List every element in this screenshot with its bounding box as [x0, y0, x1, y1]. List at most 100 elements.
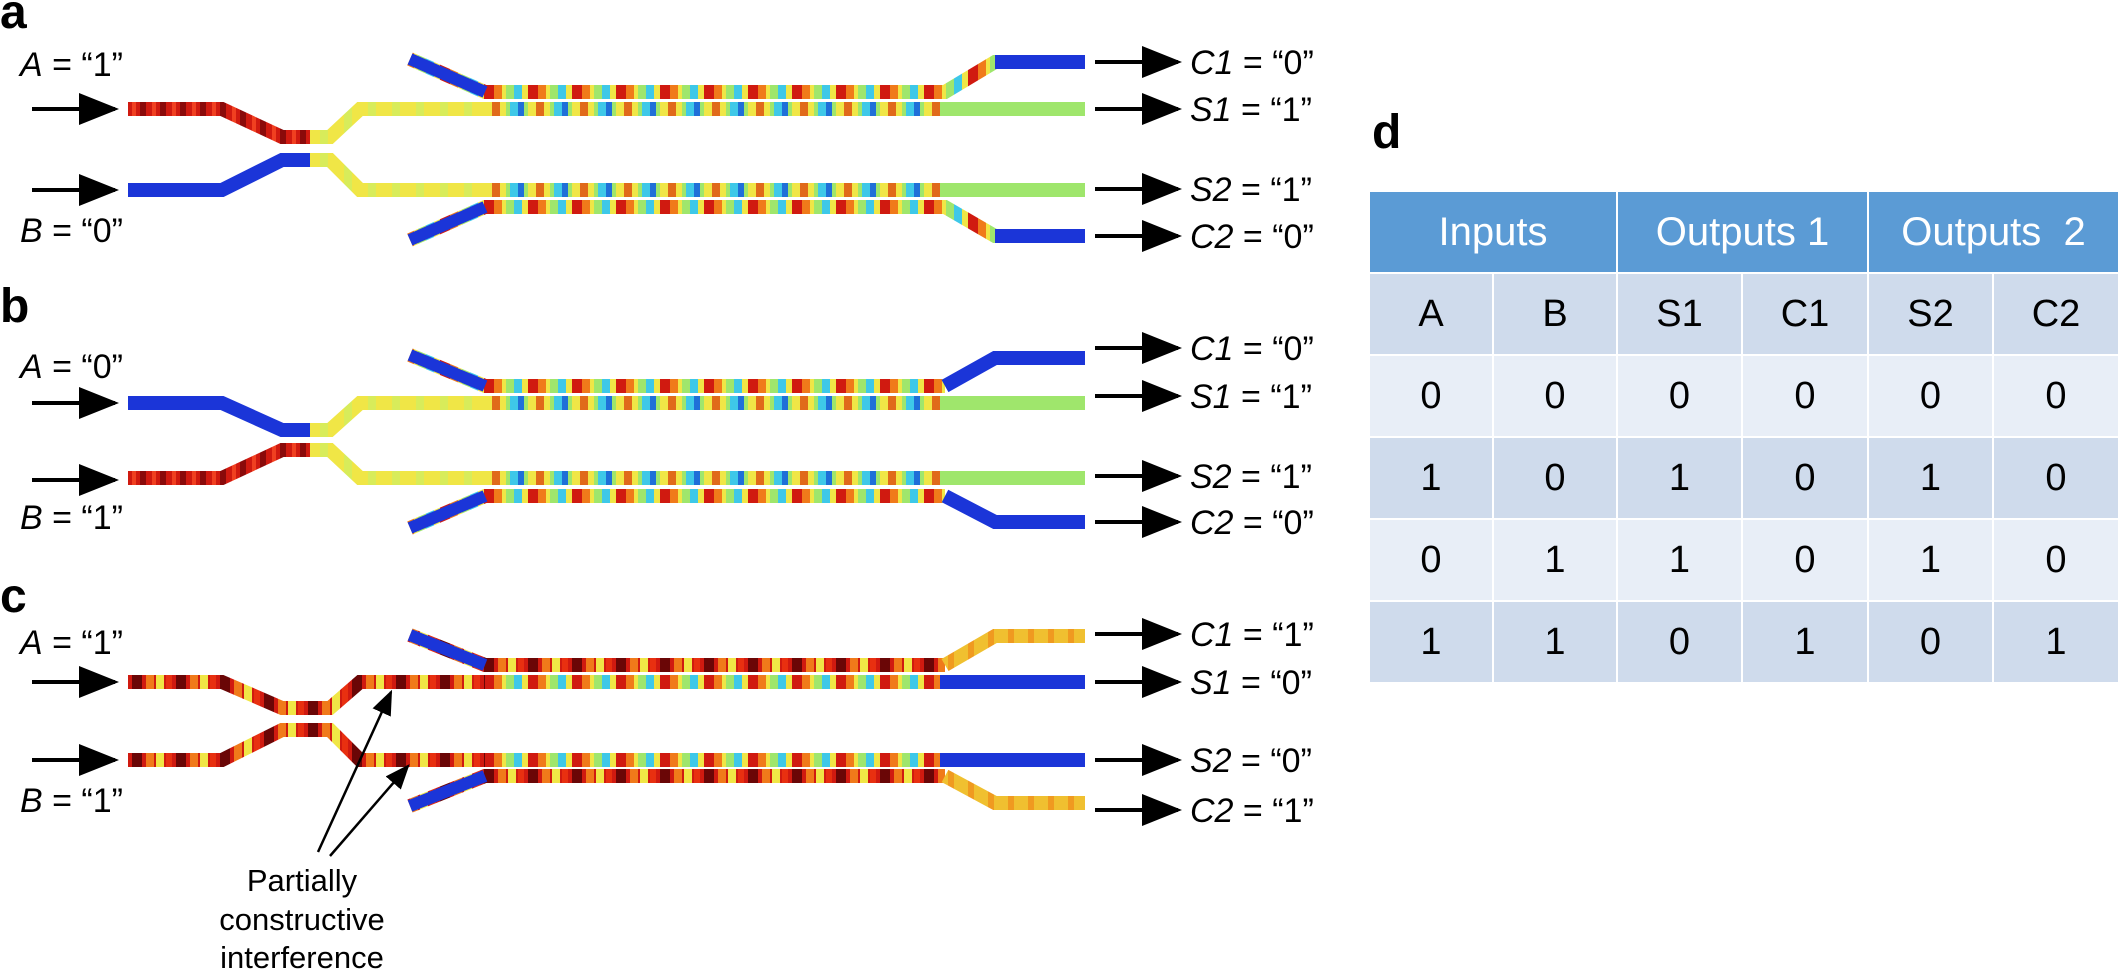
- annotation-line-1: Partially: [247, 863, 358, 898]
- table-cell: 0: [1992, 518, 2119, 602]
- panel-b: b A = “0” B = “1” C1 = “0” S1 = “1” S2: [0, 280, 1314, 542]
- input-b-value: = “1”: [43, 782, 123, 820]
- s2-name-b: S2: [1190, 458, 1232, 496]
- s2-out-a: [940, 183, 1085, 197]
- input-b-label: B = “1”: [20, 499, 123, 537]
- group-header-outputs-1: Outputs 1: [1616, 190, 1869, 274]
- input-b-name: B: [20, 782, 43, 820]
- input-guide-a: [128, 102, 310, 144]
- input-guide-b: [128, 443, 310, 485]
- c2-taper-a: [407, 201, 488, 246]
- input-guide-a: [128, 675, 310, 715]
- input-a-name: A: [18, 624, 43, 662]
- c1-label-c: C1 = “1”: [1190, 616, 1314, 654]
- table-cell: 0: [1741, 518, 1869, 602]
- table-cell: 1: [1616, 518, 1743, 602]
- coupler-top-c: [310, 675, 485, 715]
- panel-label-d: d: [1372, 106, 1402, 159]
- waveguide-figure: a A = “1” B = “0” C1 = “0” S: [0, 0, 1314, 974]
- s2-guide-b: [485, 471, 940, 485]
- table-cell: 0: [1867, 600, 1994, 684]
- table-cell: 0: [1368, 354, 1494, 438]
- c2-value-a: = “0”: [1233, 218, 1313, 256]
- coupler-top-a: [310, 102, 485, 144]
- s2-value-c: = “0”: [1232, 742, 1312, 780]
- c2-label-a: C2 = “0”: [1190, 218, 1314, 256]
- s1-name-c: S1: [1190, 664, 1232, 702]
- waveguide-network-a: [128, 52, 1085, 247]
- c2-guide-a: [407, 200, 1085, 247]
- table-cell: 0: [1741, 354, 1869, 438]
- panel-a: a A = “1” B = “0” C1 = “0” S: [0, 0, 1314, 256]
- c2-out-c: [941, 769, 1085, 810]
- input-a-label: A = “1”: [18, 624, 123, 662]
- c2-taper-b: [407, 490, 488, 534]
- c1-taper-a: [407, 53, 488, 98]
- s1-guide-c: [485, 675, 940, 689]
- table-cell: 1: [1992, 600, 2119, 684]
- c2-name-a: C2: [1190, 218, 1234, 256]
- panel-c: c A = “1” B = “1” C1 = “1” S1 = “0” S2: [0, 570, 1314, 974]
- waveguide-network-c: [128, 628, 1085, 813]
- table-cell: 0: [1616, 600, 1743, 684]
- table-row: 0 0 0 0 0 0: [1368, 354, 2119, 438]
- group-header-inputs: Inputs: [1368, 190, 1618, 274]
- input-guide-b: [128, 153, 310, 197]
- c1-value-a: = “0”: [1233, 44, 1313, 82]
- table-cell: 0: [1492, 354, 1618, 438]
- s1-value-c: = “0”: [1232, 664, 1312, 702]
- c1-name-b: C1: [1190, 330, 1233, 368]
- c2-value-b: = “0”: [1233, 504, 1313, 542]
- c2-name-b: C2: [1190, 504, 1234, 542]
- coupler-bottom-b: [310, 443, 485, 485]
- c1-guide-b: [407, 348, 945, 393]
- input-b-label: B = “0”: [20, 212, 123, 250]
- input-a-value: = “1”: [43, 46, 123, 84]
- s1-label-b: S1 = “1”: [1190, 378, 1312, 416]
- group-header-outputs-2: Outputs 2: [1867, 190, 2119, 274]
- s2-guide-c: [485, 753, 940, 767]
- input-a-value: = “1”: [43, 624, 123, 662]
- table-row: 1 1 0 1 0 1: [1368, 600, 2119, 684]
- s1-label-a: S1 = “1”: [1190, 91, 1312, 129]
- c2-guide-b: [407, 489, 945, 535]
- input-guide-b: [128, 723, 310, 767]
- annotation-line-3: interference: [220, 940, 384, 974]
- panel-label-a: a: [0, 0, 27, 39]
- table-cell: 1: [1867, 518, 1994, 602]
- input-b-name: B: [20, 499, 43, 537]
- s1-out-a: [940, 102, 1085, 116]
- s2-label-c: S2 = “0”: [1190, 742, 1312, 780]
- column-header: A: [1368, 272, 1494, 356]
- table-cell: 0: [1741, 436, 1869, 520]
- annotation-line-2: constructive: [219, 902, 384, 937]
- coupler-bottom-a: [310, 153, 485, 197]
- input-a-name: A: [18, 46, 43, 84]
- table-cell: 0: [1616, 354, 1743, 438]
- c2-value-c: = “1”: [1233, 792, 1313, 830]
- s1-value-b: = “1”: [1232, 378, 1312, 416]
- table-row: 0 1 1 0 1 0: [1368, 518, 2119, 602]
- s2-name-a: S2: [1190, 171, 1232, 209]
- input-a-label: A = “1”: [18, 46, 123, 84]
- input-a-value: = “0”: [43, 348, 123, 386]
- s2-out-b: [940, 471, 1085, 485]
- input-b-label: B = “1”: [20, 782, 123, 820]
- interference-arrow-upper: [316, 689, 393, 853]
- c1-guide-c: [407, 628, 945, 672]
- s2-label-b: S2 = “1”: [1190, 458, 1312, 496]
- c1-value-b: = “0”: [1233, 330, 1313, 368]
- s2-guide-a: [485, 183, 940, 197]
- c1-taper-c: [407, 629, 488, 671]
- table-cell: 0: [1992, 436, 2119, 520]
- table-cell: 1: [1741, 600, 1869, 684]
- c1-guide-a: [407, 52, 1085, 99]
- panel-label-b: b: [0, 280, 29, 333]
- input-b-name: B: [20, 212, 43, 250]
- input-a-name: A: [18, 348, 43, 386]
- truth-table-panel: Inputs Outputs 1 Outputs 2 A B S1 C1 S2 …: [1368, 190, 2119, 684]
- column-header-row: A B S1 C1 S2 C2: [1368, 272, 2119, 356]
- c1-label-a: C1 = “0”: [1190, 44, 1314, 82]
- s2-value-b: = “1”: [1232, 458, 1312, 496]
- coupler-bottom-c: [310, 723, 485, 767]
